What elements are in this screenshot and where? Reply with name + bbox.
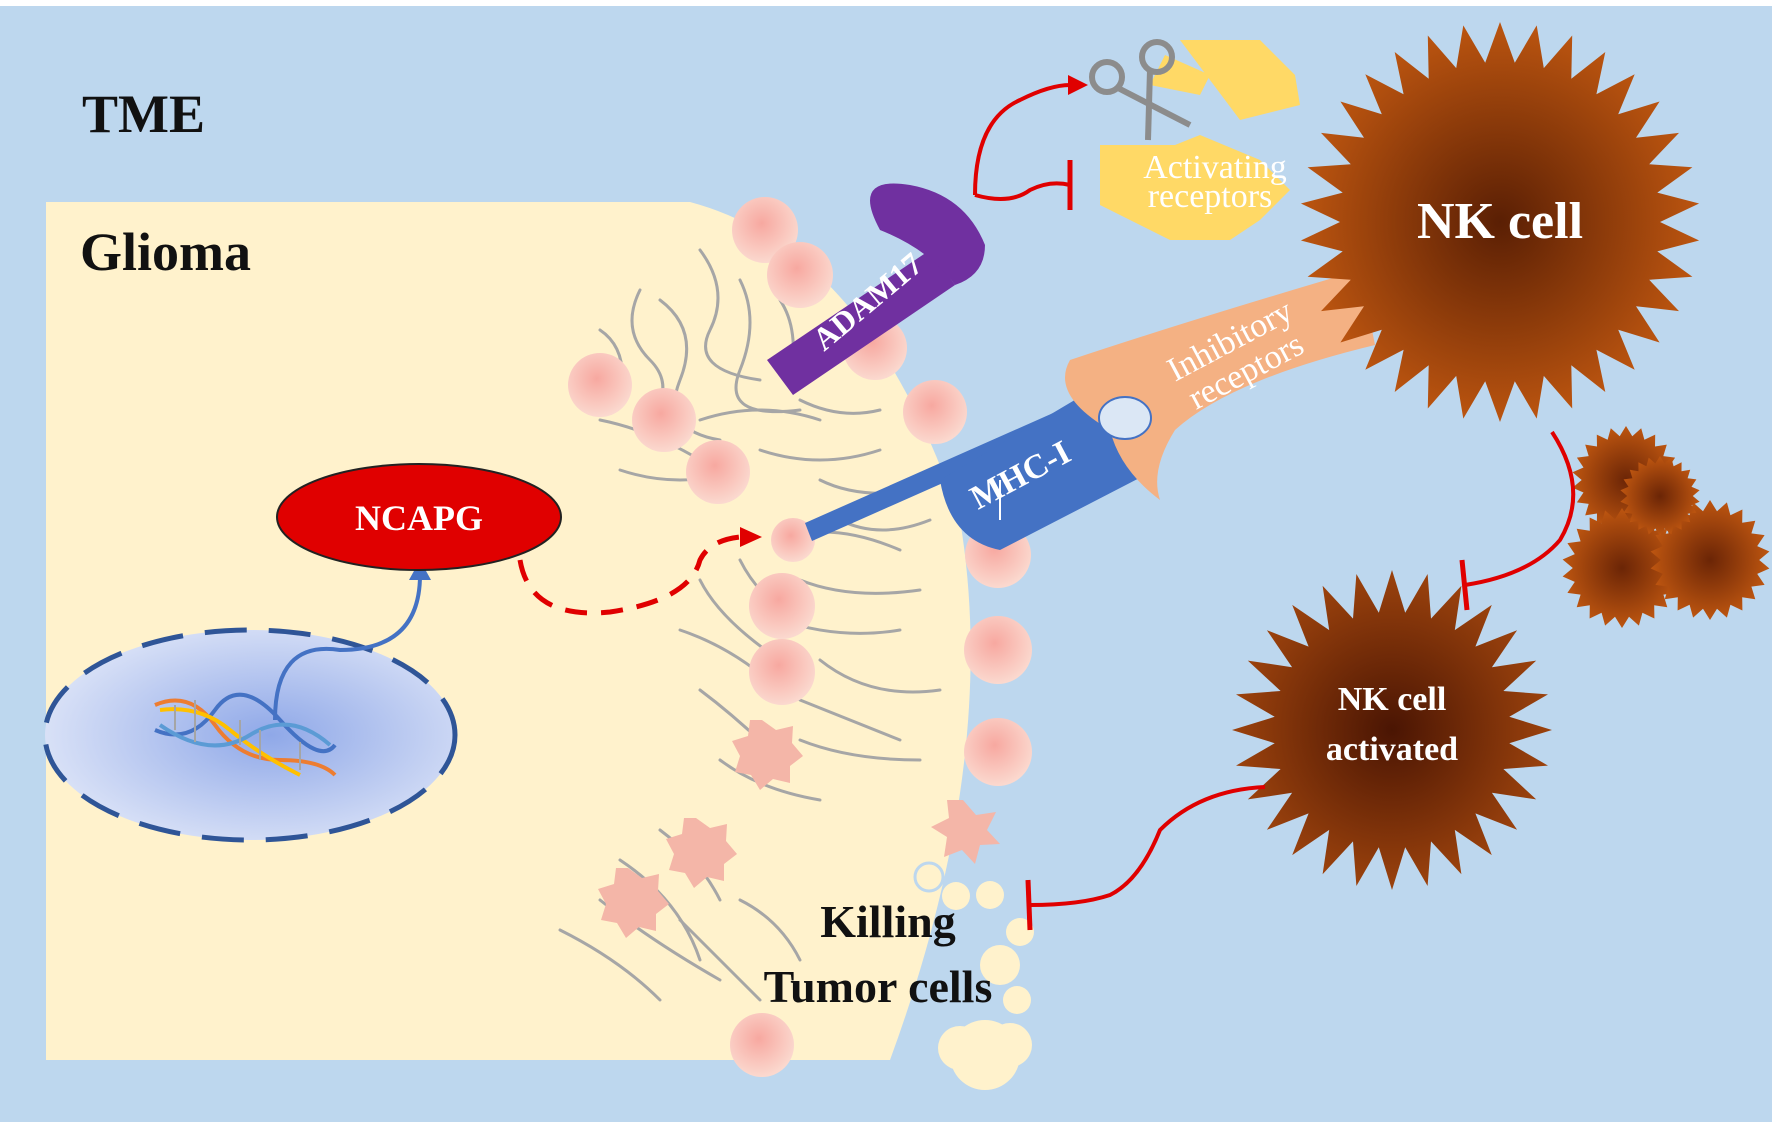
nk-activated-label-2: activated — [1326, 731, 1458, 768]
activating-receptor-label-2: receptors — [1148, 178, 1273, 215]
nk-cell-small-3 — [1650, 500, 1770, 620]
nk-inhibits-activation — [1464, 430, 1576, 587]
nk-cell-small-2 — [1562, 508, 1682, 628]
nk-cell-large — [1300, 22, 1700, 422]
activating-receptors — [1100, 40, 1300, 240]
tme-label: TME — [82, 84, 205, 144]
glioma-label: Glioma — [80, 222, 251, 282]
killing-label-2: Tumor cells — [764, 961, 993, 1012]
nk-cell-small-4 — [1620, 456, 1700, 536]
adam17-cleave-arrow — [973, 83, 1071, 196]
cleave-arrowhead — [1068, 75, 1088, 95]
nk-cell-label: NK cell — [1417, 193, 1583, 250]
inhibit-bar-activated — [1459, 559, 1470, 611]
inhibitory-receptor — [1065, 270, 1375, 500]
dying-tumor-cells — [598, 720, 1000, 938]
dashed-arrowhead — [740, 527, 762, 547]
activating-receptor-label-1: Activating — [1143, 149, 1287, 186]
tumor-debris — [819, 861, 1034, 1090]
glioma-cell — [46, 202, 971, 1060]
scissors-icon — [1089, 39, 1192, 141]
ncapg-protein — [276, 463, 562, 571]
dna-icon — [154, 692, 337, 777]
adam17-inhibit-activating — [974, 181, 1071, 201]
nk-activated-label-1: NK cell — [1338, 681, 1447, 718]
activated-nk-to-killing — [1029, 785, 1266, 907]
nk-cell-activated — [1232, 570, 1552, 890]
killing-label-1: Killing — [820, 896, 955, 947]
ncapg-label: NCAPG — [355, 498, 483, 538]
inhibit-bar-killing — [1025, 879, 1033, 931]
induce-arrow-dna-to-ncapg — [273, 574, 422, 721]
adam17-enzyme — [767, 183, 985, 395]
ncapg-to-mhc-dashed-arrow — [517, 534, 741, 616]
